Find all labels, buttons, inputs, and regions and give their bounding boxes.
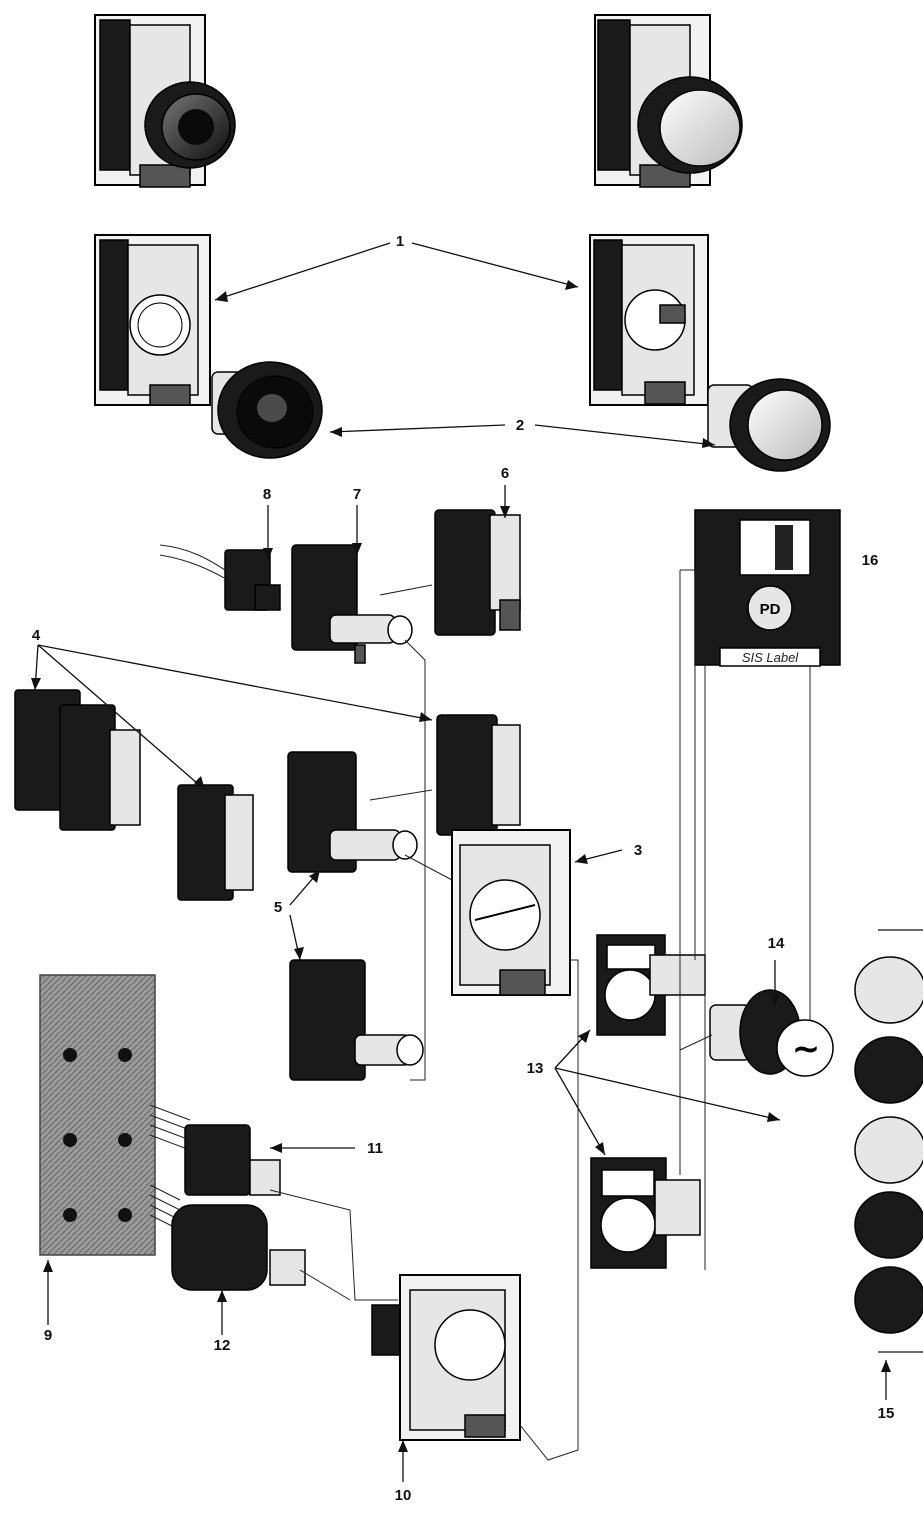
ac-symbol: ~ — [792, 1029, 821, 1069]
callout-4: 4 — [32, 627, 41, 644]
mounting-collar-bottom — [371, 1274, 521, 1441]
pcb-connector-upper — [149, 1104, 281, 1196]
callout-12: 12 — [214, 1337, 231, 1354]
legend-holder-lower — [590, 1157, 701, 1269]
callout-14: 14 — [768, 935, 785, 952]
callout-6: 6 — [501, 465, 509, 482]
software-disk: PD SIS Label — [694, 509, 841, 667]
lens-cap-set — [854, 929, 923, 1353]
callout-2: 2 — [516, 417, 524, 434]
leader-lines — [31, 242, 891, 1482]
callout-11: 11 — [367, 1140, 383, 1157]
assembly-lines — [269, 569, 811, 1461]
mounting-collar-right — [589, 234, 709, 406]
legend-holder-upper — [596, 934, 706, 1036]
light-block-with-bulb — [291, 544, 413, 664]
callout-5: 5 — [274, 899, 282, 916]
callout-7: 7 — [353, 486, 361, 503]
light-block-lower — [289, 959, 424, 1081]
callout-16: 16 — [862, 552, 879, 569]
contact-block-right — [436, 714, 521, 836]
contact-block-middle — [177, 784, 254, 901]
contact-block-top — [434, 509, 521, 636]
callout-9: 9 — [44, 1327, 52, 1344]
wired-light-module — [159, 544, 281, 611]
pilot-light-head-right — [707, 378, 831, 472]
disk-logo: PD — [760, 601, 781, 618]
pilot-light-head-14: ~ — [709, 989, 834, 1077]
callout-1: 1 — [396, 233, 404, 250]
assembled-pilot-light-right — [594, 14, 743, 188]
assembled-pilot-light-left — [94, 14, 236, 188]
callout-13: 13 — [527, 1060, 544, 1077]
callout-labels: 1 2 3 4 5 6 7 8 9 10 11 12 13 14 15 16 — [32, 233, 895, 1504]
pcb-connector-lower — [149, 1184, 306, 1291]
pilot-light-head-left — [211, 361, 323, 459]
mounting-collar-center — [451, 829, 571, 996]
callout-10: 10 — [395, 1487, 412, 1504]
light-block-middle — [287, 751, 418, 873]
panel-plate — [39, 974, 156, 1256]
callout-15: 15 — [878, 1405, 895, 1422]
callout-3: 3 — [634, 842, 642, 859]
mounting-collar-left — [94, 234, 211, 406]
callout-8: 8 — [263, 486, 271, 503]
double-contact-block — [14, 689, 141, 831]
disk-label-text: SIS Label — [742, 650, 799, 665]
